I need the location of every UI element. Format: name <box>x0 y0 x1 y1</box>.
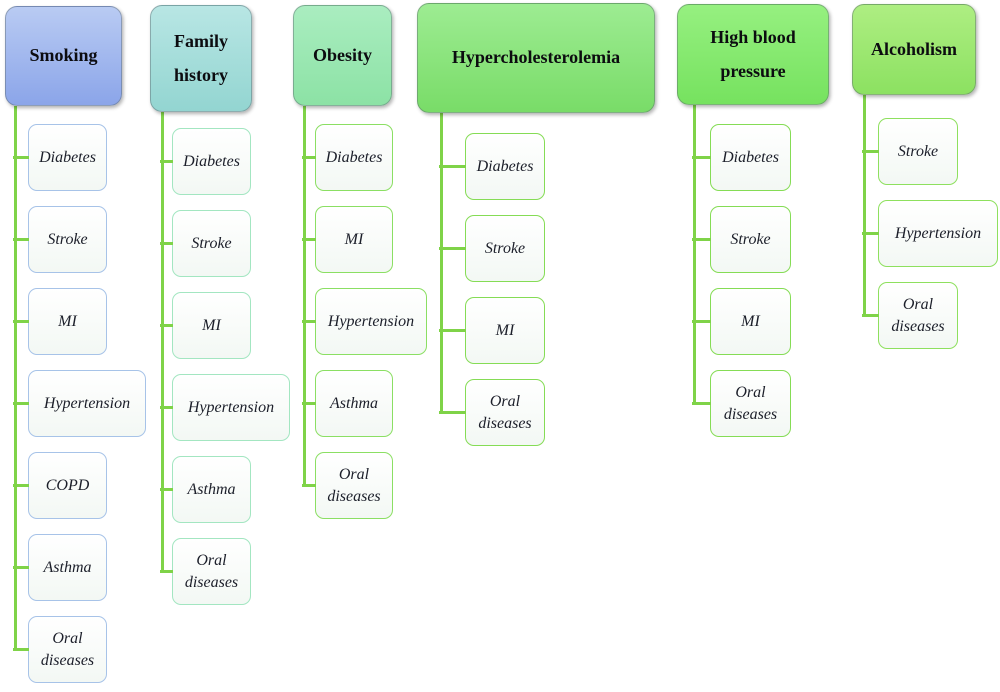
risk-factor-label: Alcoholism <box>870 38 957 59</box>
connector-trunk <box>303 106 306 486</box>
outcome-box: Oral diseases <box>862 282 958 349</box>
outcome-label: Diabetes <box>39 148 96 166</box>
column-family-history: Family history Diabetes Stroke MI Hypert… <box>150 5 290 605</box>
outcome-label: MI <box>741 312 760 330</box>
outcome-list: Diabetes Stroke MI Oral diseases <box>439 133 545 461</box>
column-hypercholesterolemia: Hypercholesterolemia Diabetes Stroke MI … <box>417 3 655 446</box>
outcome-label: Hypertension <box>894 224 982 242</box>
outcome-label: Diabetes <box>722 148 779 166</box>
outcome-label: MI <box>202 316 221 334</box>
outcome-list: Diabetes Stroke MI Hypertension COPD Ast… <box>13 124 146 692</box>
outcome-box: Diabetes <box>302 124 393 191</box>
outcome-box: MI <box>302 206 393 273</box>
outcome-box: MI <box>160 292 251 359</box>
column-alcoholism: Alcoholism Stroke Hypertension Oral dise… <box>852 4 998 349</box>
outcome-box: Oral diseases <box>160 538 251 605</box>
outcome-box: Oral diseases <box>439 379 545 446</box>
column-smoking: Smoking Diabetes Stroke MI Hypertension … <box>5 6 146 683</box>
outcome-box: Oral diseases <box>302 452 393 519</box>
risk-factor-box-smoking: Smoking <box>5 6 122 106</box>
connector-trunk <box>863 95 866 316</box>
outcome-box: Asthma <box>302 370 393 437</box>
risk-factor-label: Smoking <box>29 45 98 66</box>
outcome-label: Hypertension <box>327 312 415 330</box>
risk-factor-label: Hypercholesterolemia <box>451 47 621 68</box>
outcome-label: Asthma <box>43 558 92 576</box>
outcome-box: COPD <box>13 452 107 519</box>
outcome-label: Oral diseases <box>40 629 95 669</box>
risk-factor-label: High blood pressure <box>710 27 796 81</box>
outcome-box: Stroke <box>692 206 791 273</box>
outcome-label: Stroke <box>897 142 939 160</box>
outcome-box: MI <box>692 288 791 355</box>
outcome-box: MI <box>13 288 107 355</box>
connector-trunk <box>161 112 164 572</box>
outcome-box: Stroke <box>13 206 107 273</box>
risk-factor-label: Family history <box>174 31 228 85</box>
outcome-label: Oral diseases <box>184 551 239 591</box>
outcome-label: Hypertension <box>43 394 131 412</box>
risk-factor-box-high-blood-pressure: High blood pressure <box>677 4 829 105</box>
outcome-box: Asthma <box>160 456 251 523</box>
connector-trunk <box>440 113 443 413</box>
outcome-label: Asthma <box>330 394 378 412</box>
outcome-box: Hypertension <box>13 370 146 437</box>
outcome-box: Diabetes <box>439 133 545 200</box>
outcome-label: Oral diseases <box>891 295 945 335</box>
outcome-box: Hypertension <box>160 374 290 441</box>
outcome-label: Diabetes <box>476 157 534 175</box>
outcome-box: Stroke <box>862 118 958 185</box>
outcome-list: Diabetes Stroke MI Oral diseases <box>692 124 791 452</box>
outcome-label: Diabetes <box>325 148 383 166</box>
outcome-label: Oral diseases <box>478 392 532 432</box>
outcome-list: Diabetes Stroke MI Hypertension Asthma O… <box>160 128 290 620</box>
outcome-label: COPD <box>45 476 90 494</box>
risk-factor-box-family-history: Family history <box>150 5 252 112</box>
outcome-label: Hypertension <box>187 398 275 416</box>
column-high-blood-pressure: High blood pressure Diabetes Stroke MI O… <box>677 4 829 437</box>
connector-trunk <box>693 105 696 404</box>
risk-factor-box-alcoholism: Alcoholism <box>852 4 976 95</box>
connector-trunk <box>14 106 17 650</box>
outcome-box: Diabetes <box>692 124 791 191</box>
risk-factor-label: Obesity <box>312 44 372 65</box>
outcome-label: Stroke <box>191 234 232 252</box>
outcome-box: Stroke <box>160 210 251 277</box>
outcome-box: Oral diseases <box>692 370 791 437</box>
outcome-box: Stroke <box>439 215 545 282</box>
outcome-label: MI <box>58 312 77 330</box>
outcome-label: Stroke <box>730 230 771 248</box>
outcome-box: Diabetes <box>13 124 107 191</box>
outcome-list: Stroke Hypertension Oral diseases <box>862 118 998 364</box>
outcome-label: Stroke <box>47 230 88 248</box>
outcome-label: Oral diseases <box>327 465 381 505</box>
risk-factor-box-hypercholesterolemia: Hypercholesterolemia <box>417 3 655 113</box>
outcome-label: MI <box>495 321 515 339</box>
outcome-box: MI <box>439 297 545 364</box>
outcome-label: MI <box>344 230 364 248</box>
outcome-box: Oral diseases <box>13 616 107 683</box>
outcome-box: Asthma <box>13 534 107 601</box>
outcome-label: Diabetes <box>183 152 240 170</box>
outcome-box: Hypertension <box>862 200 998 267</box>
outcome-list: Diabetes MI Hypertension Asthma Oral dis… <box>302 124 427 534</box>
outcome-box: Hypertension <box>302 288 427 355</box>
column-obesity: Obesity Diabetes MI Hypertension Asthma … <box>293 5 427 519</box>
risk-factor-box-obesity: Obesity <box>293 5 392 106</box>
outcome-label: Asthma <box>187 480 236 498</box>
outcome-box: Diabetes <box>160 128 251 195</box>
outcome-label: Oral diseases <box>723 383 778 423</box>
outcome-label: Stroke <box>484 239 526 257</box>
